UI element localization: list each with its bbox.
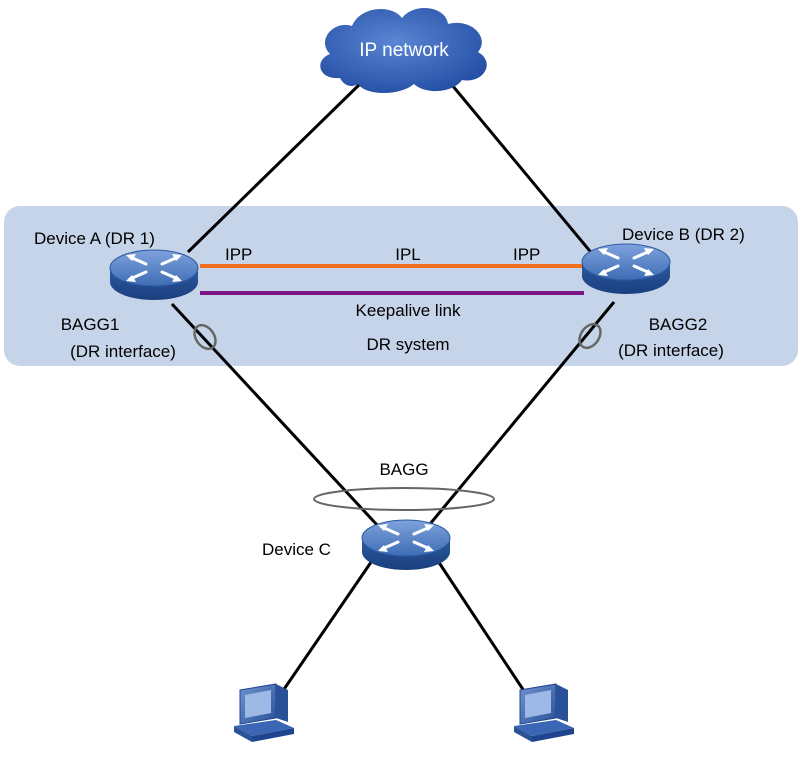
cable-cloud-device-a — [186, 80, 364, 254]
keepalive-label: Keepalive link — [356, 301, 461, 320]
bagg2-name-label: BAGG2 — [649, 315, 708, 334]
ipp-a-label: IPP — [225, 245, 252, 264]
cables — [170, 80, 616, 701]
cable-device-b-device-c — [428, 301, 616, 525]
device-a-label: Device A (DR 1) — [34, 229, 155, 248]
cable-cloud-device-b — [450, 84, 596, 257]
device-a-switch-icon[interactable] — [108, 248, 200, 302]
device-c-label: Device C — [262, 540, 331, 559]
cable-device-c-host-right — [430, 551, 532, 701]
bagg2-role-label: (DR interface) — [618, 341, 724, 360]
host-right-pc-icon[interactable] — [513, 683, 575, 743]
bagg2-aggregation-ring — [578, 322, 602, 350]
bagg-aggregation-ring — [313, 487, 495, 511]
bagg1-role-label: (DR interface) — [70, 342, 176, 361]
device-b-label: Device B (DR 2) — [622, 225, 745, 244]
bagg1-name-label: BAGG1 — [61, 315, 120, 334]
device-b-switch-icon[interactable] — [580, 242, 672, 296]
cable-device-a-device-c — [170, 302, 380, 528]
ipl-label: IPL — [395, 245, 421, 264]
cable-device-c-host-left — [276, 551, 380, 699]
bagg1-aggregation-ring — [193, 323, 217, 351]
ipp-b-label: IPP — [513, 245, 540, 264]
cloud-icon — [320, 7, 487, 93]
device-c-switch-icon[interactable] — [360, 518, 452, 572]
cloud-label: IP network — [359, 40, 449, 61]
bagg-label: BAGG — [379, 460, 428, 479]
host-left-pc-icon[interactable] — [233, 683, 295, 743]
dr-system-label: DR system — [366, 335, 449, 354]
